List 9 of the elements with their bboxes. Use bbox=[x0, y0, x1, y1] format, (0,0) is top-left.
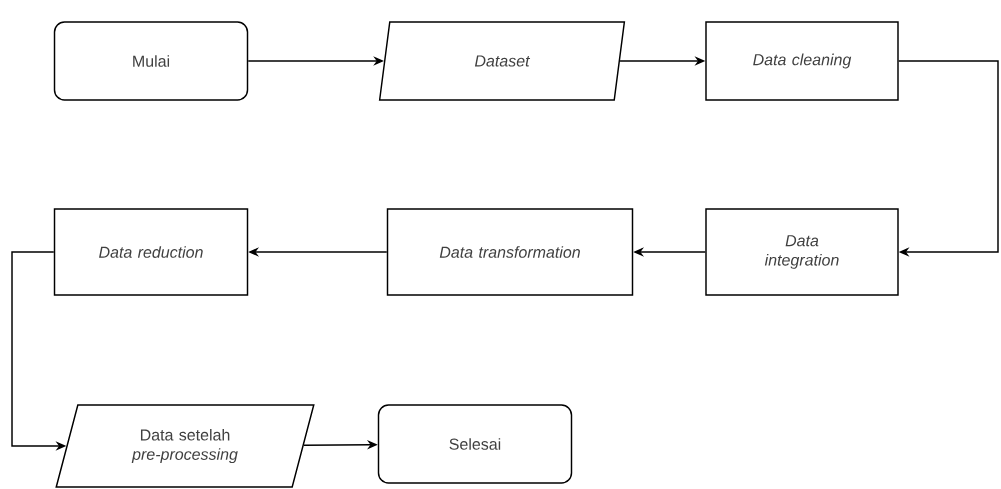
process-box: Data integration bbox=[705, 208, 899, 296]
data-parallelogram: Dataset bbox=[378, 21, 626, 101]
data-parallelogram: Data setelah pre-processing bbox=[55, 404, 315, 488]
start-terminal: Mulai bbox=[53, 21, 249, 101]
end-terminal: Selesai bbox=[377, 404, 573, 484]
process-box: Data cleaning bbox=[705, 21, 899, 101]
arrow bbox=[898, 60, 999, 257]
process-box: Data transformation bbox=[386, 208, 634, 296]
process-box: Data reduction bbox=[53, 208, 249, 296]
